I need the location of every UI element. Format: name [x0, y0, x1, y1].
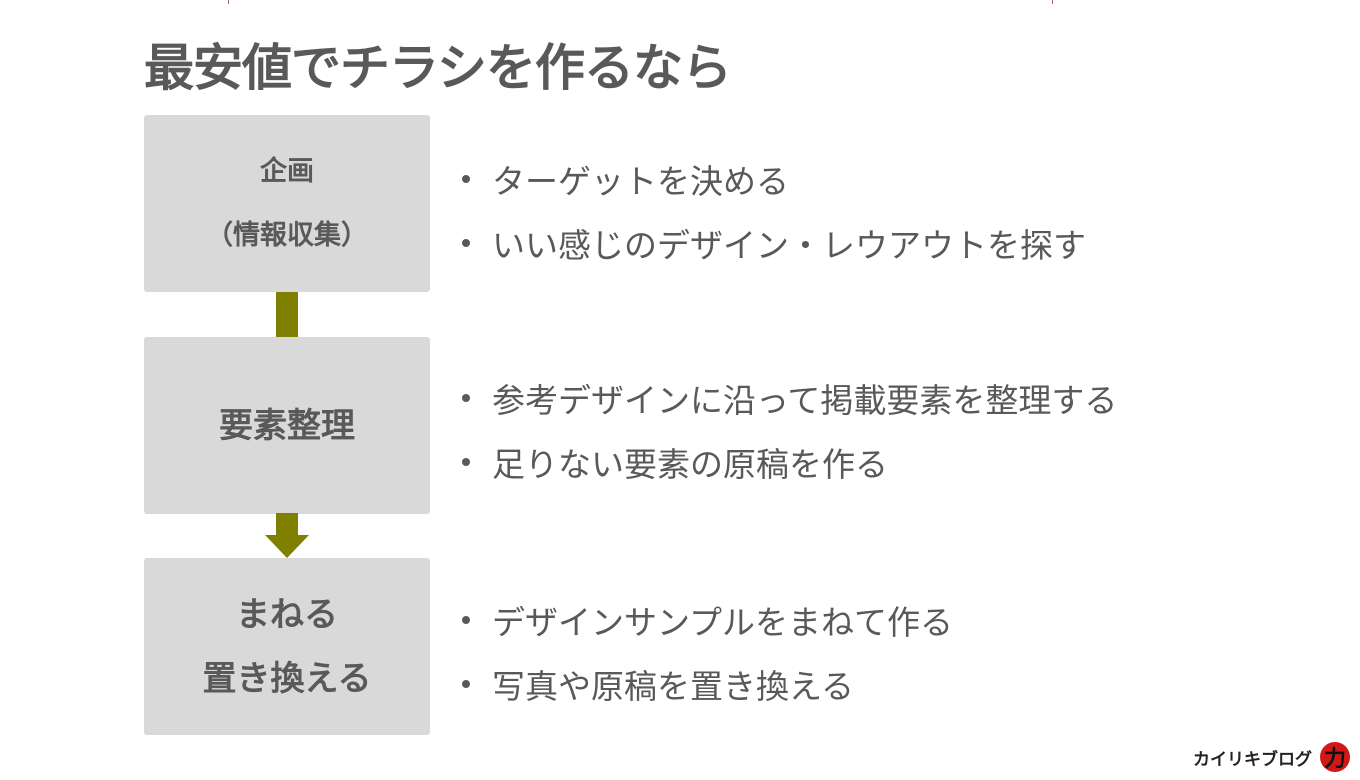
brand-logo: カイリキブログ 力	[1193, 742, 1350, 772]
list-item: ターゲットを決める	[462, 147, 1086, 211]
list-item: 参考デザインに沿って掲載要素を整理する	[462, 366, 1117, 430]
edge-mark	[228, 0, 229, 4]
bullet-list: デザインサンプルをまねて作る 写真や原稿を置き換える	[462, 588, 953, 716]
list-item: 写真や原稿を置き換える	[462, 652, 953, 716]
connector-bar	[276, 292, 298, 337]
list-item: デザインサンプルをまねて作る	[462, 588, 953, 652]
step-box-planning: 企画 （情報収集）	[144, 115, 430, 292]
logo-text: カイリキブログ	[1193, 749, 1312, 770]
step-label: （情報収集）	[206, 219, 368, 251]
connector-bar	[276, 513, 298, 536]
edge-mark	[1052, 0, 1053, 4]
step-label: 企画	[260, 155, 314, 187]
page-title: 最安値でチラシを作るなら	[144, 39, 732, 97]
logo-mark-icon: 力	[1320, 742, 1350, 772]
step-box-imitate: まねる 置き換える	[144, 558, 430, 735]
list-item: 足りない要素の原稿を作る	[462, 430, 1117, 494]
step-box-organize: 要素整理	[144, 337, 430, 514]
bullet-list: 参考デザインに沿って掲載要素を整理する 足りない要素の原稿を作る	[462, 366, 1117, 494]
step-label: 置き換える	[202, 658, 372, 699]
bullet-list: ターゲットを決める いい感じのデザイン・レウアウトを探す	[462, 147, 1086, 275]
arrow-down-icon	[265, 535, 309, 558]
step-label: 要素整理	[219, 405, 355, 446]
step-label: まねる	[236, 594, 338, 635]
list-item: いい感じのデザイン・レウアウトを探す	[462, 211, 1086, 275]
